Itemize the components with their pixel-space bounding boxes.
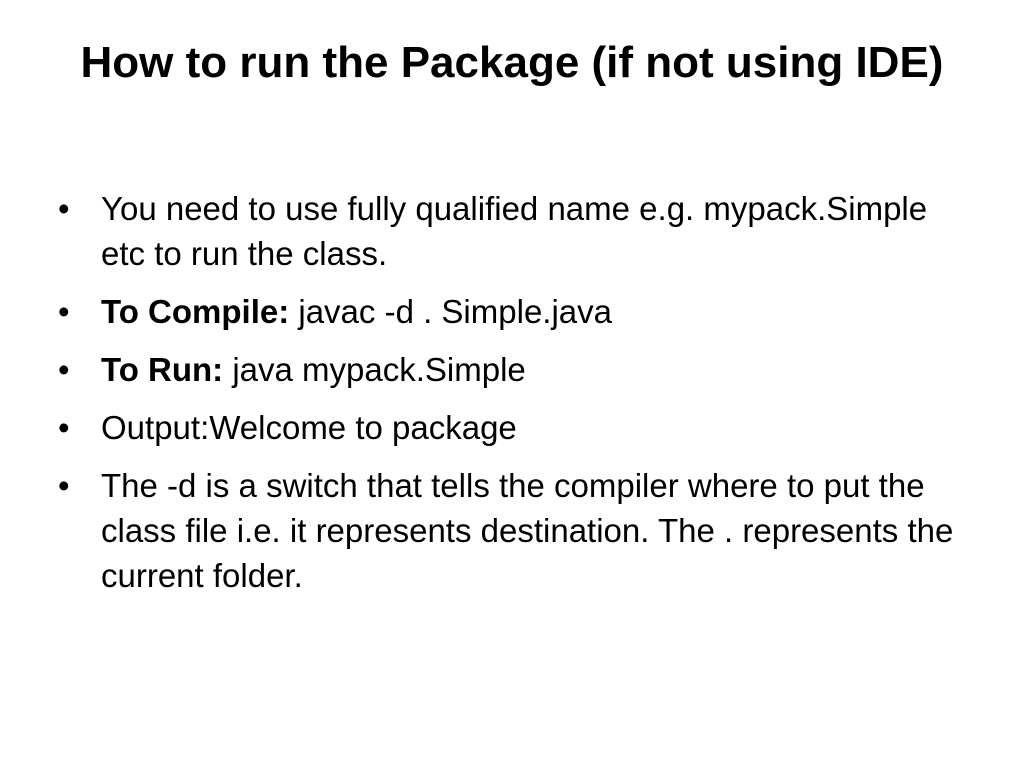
bullet-text: java mypack.Simple <box>223 351 526 388</box>
bullet-list: • You need to use fully qualified name e… <box>58 186 978 611</box>
bullet-text: The -d is a switch that tells the compil… <box>101 467 954 594</box>
list-item: • The -d is a switch that tells the comp… <box>58 463 978 598</box>
list-item: • To Run: java mypack.Simple <box>58 347 978 392</box>
bullet-icon: • <box>58 467 70 504</box>
list-item: • To Compile: javac -d . Simple.java <box>58 289 978 334</box>
slide-title: How to run the Package (if not using IDE… <box>80 38 944 87</box>
bullet-icon: • <box>58 293 70 330</box>
bullet-text: Output:Welcome to package <box>101 409 517 446</box>
list-item: • You need to use fully qualified name e… <box>58 186 978 276</box>
list-item: • Output:Welcome to package <box>58 405 978 450</box>
bullet-icon: • <box>58 351 70 388</box>
bullet-icon: • <box>58 190 70 227</box>
bullet-text: javac -d . Simple.java <box>289 293 613 330</box>
bullet-label: To Compile: <box>101 293 290 330</box>
bullet-text: You need to use fully qualified name e.g… <box>101 190 928 272</box>
bullet-label: To Run: <box>101 351 224 388</box>
bullet-icon: • <box>58 409 70 446</box>
